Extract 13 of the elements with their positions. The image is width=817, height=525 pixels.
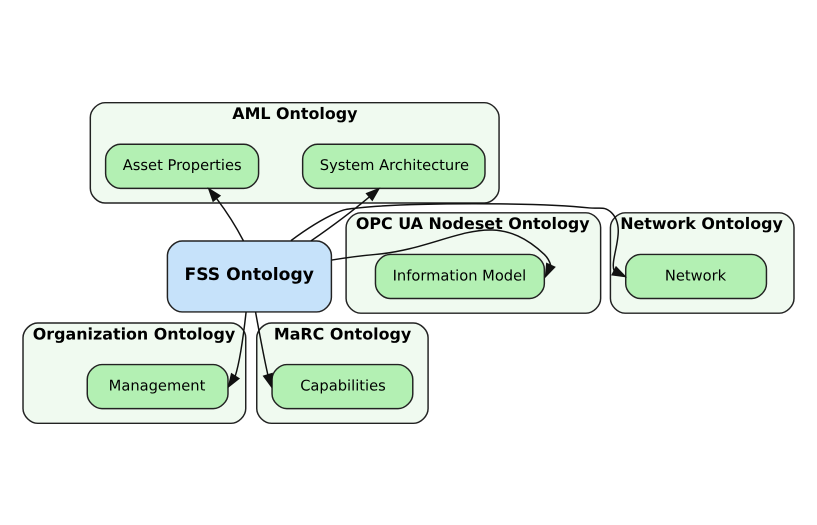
node-box: Information Model <box>374 253 546 299</box>
arrow <box>310 186 380 241</box>
arrow <box>207 186 244 241</box>
node-box: Asset Properties <box>104 143 260 189</box>
node-box: Network <box>624 253 768 299</box>
node-box: Management <box>86 363 229 409</box>
arrow <box>332 228 556 278</box>
node-box: Capabilities <box>271 363 414 409</box>
node-box: FSS Ontology <box>166 240 332 312</box>
arrow <box>227 312 247 388</box>
arrow <box>254 312 273 388</box>
arrow <box>290 202 628 277</box>
node-box: System Architecture <box>302 143 486 189</box>
